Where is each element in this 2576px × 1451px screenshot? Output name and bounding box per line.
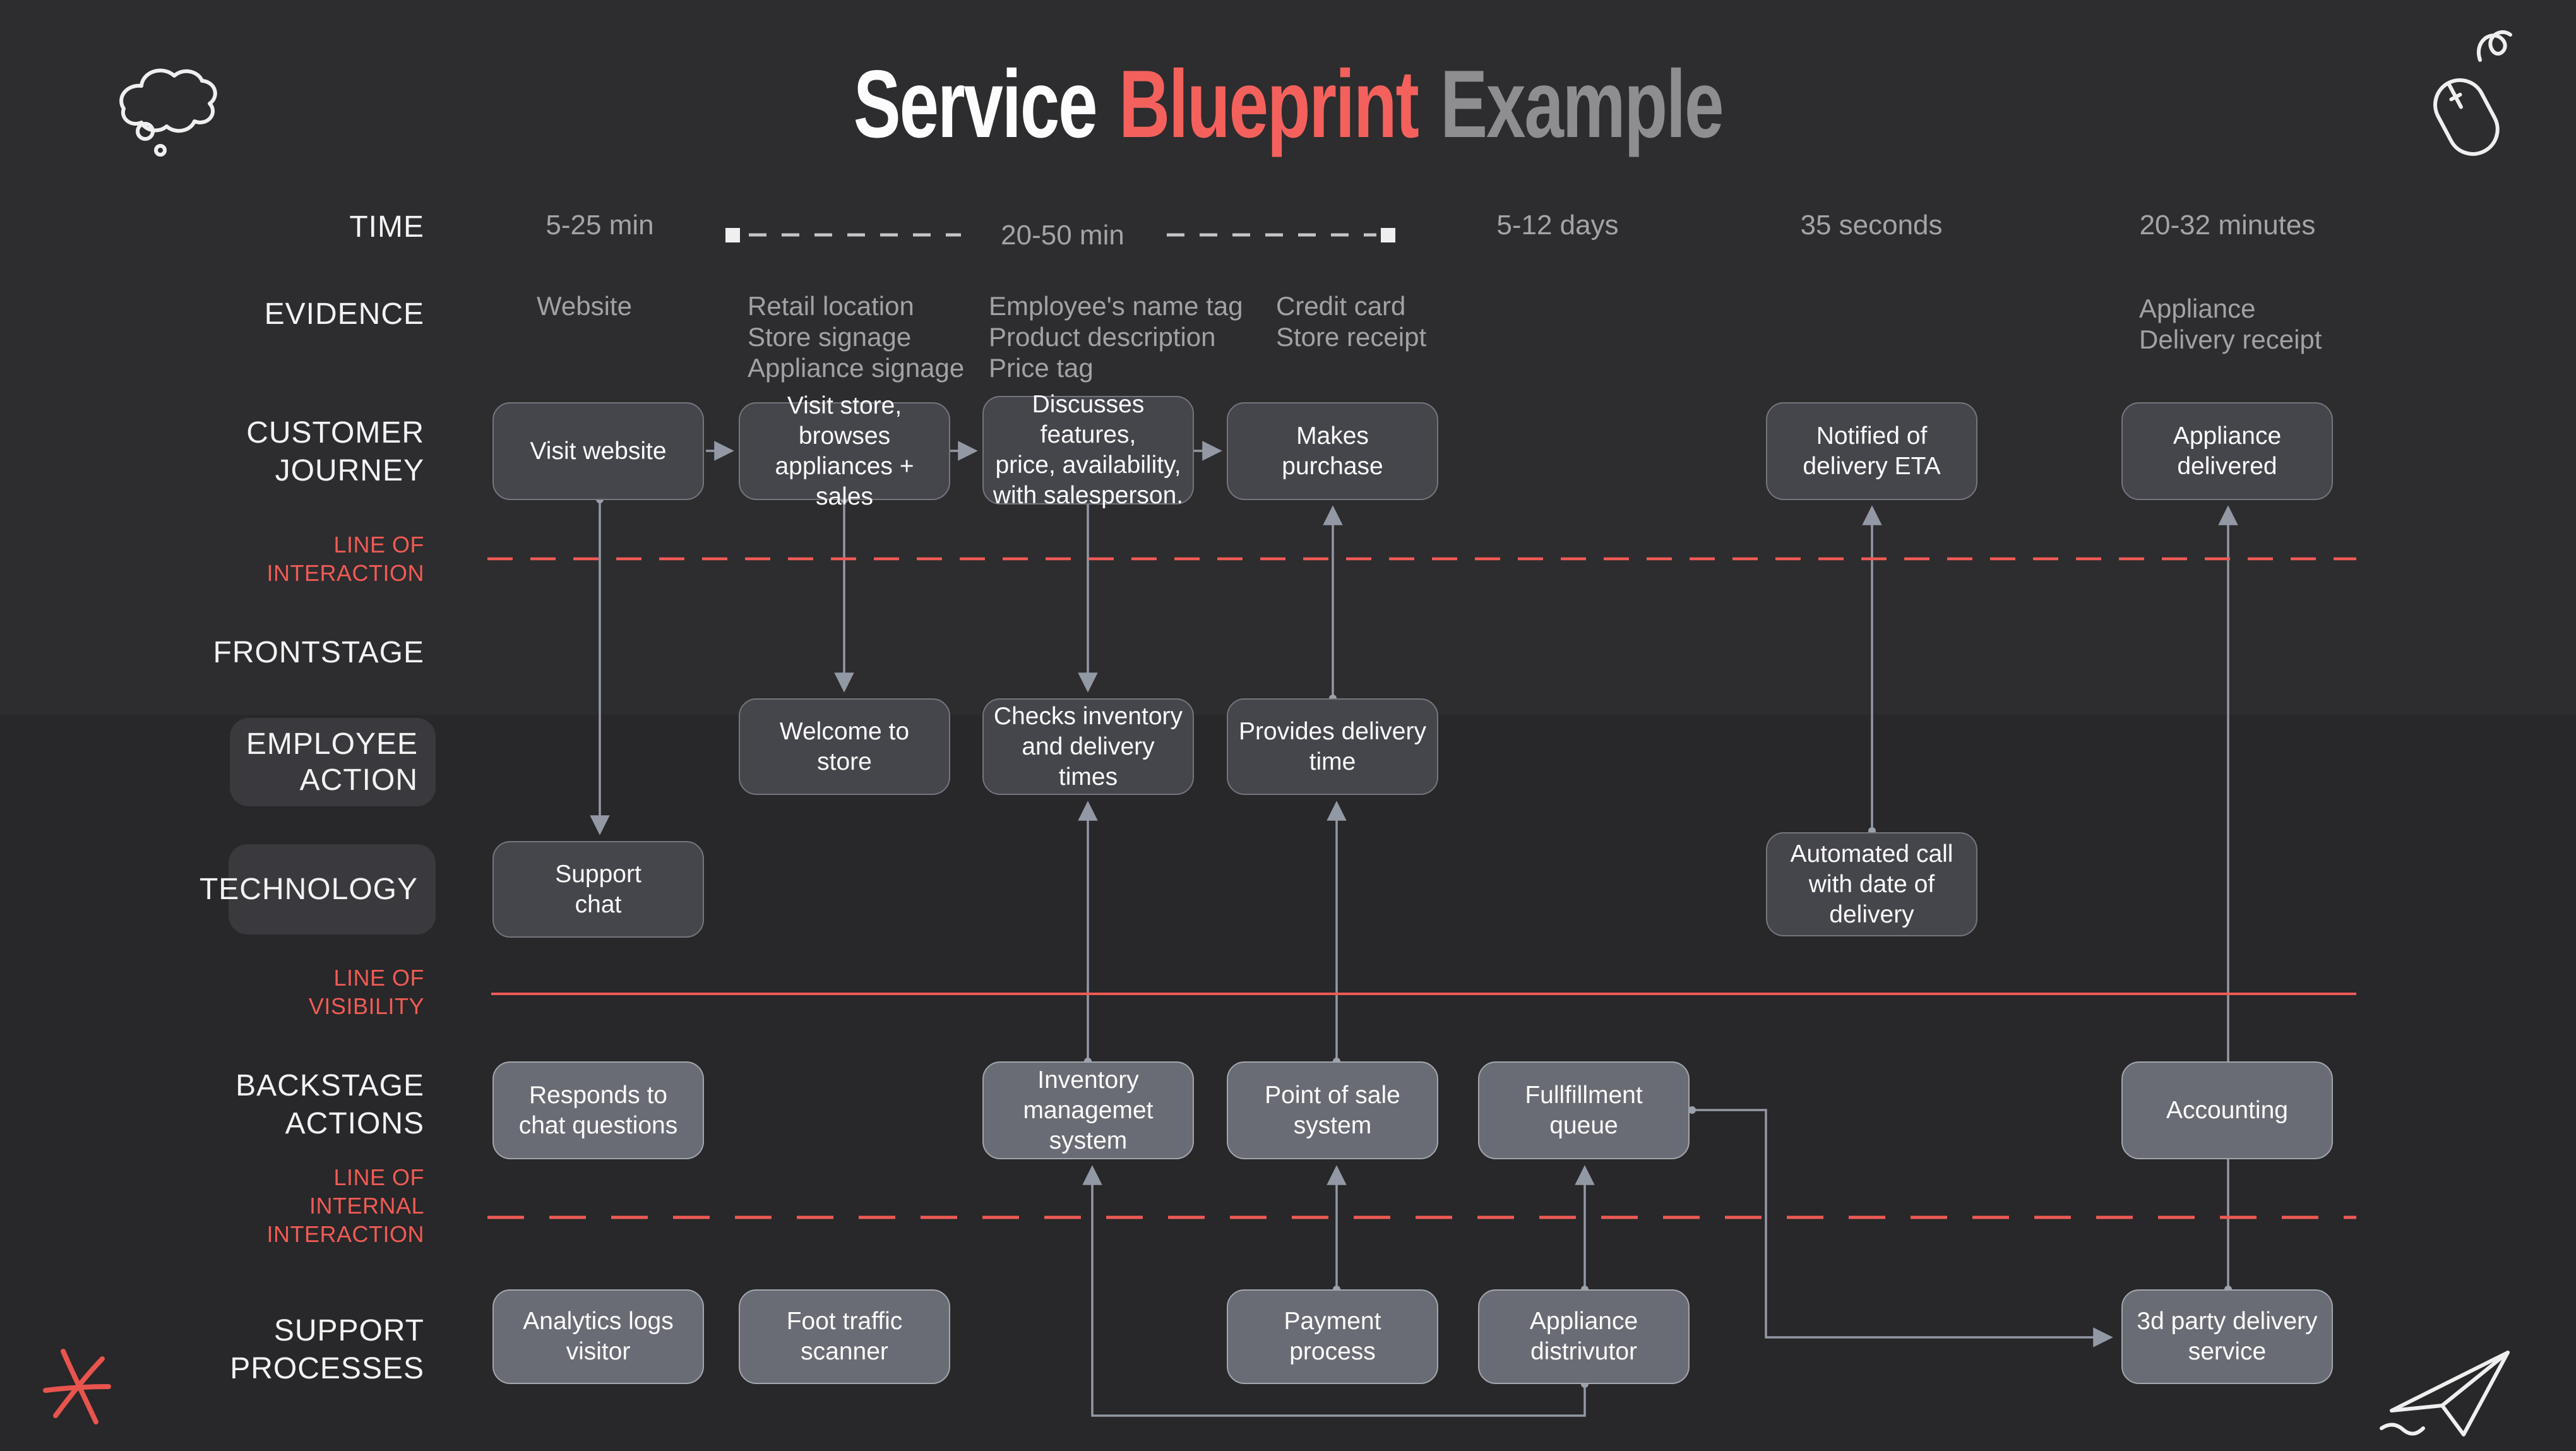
time-duration: 5-12 days — [1496, 210, 1619, 241]
node-makes-purchase: Makes purchase — [1227, 402, 1438, 500]
time-duration: 20-32 minutes — [2139, 210, 2316, 241]
node-visit-website: Visit website — [492, 402, 704, 500]
mouse-doodle-icon — [2433, 30, 2512, 156]
node-checks-inventory: Checks inventory and delivery times — [982, 698, 1194, 795]
evidence-item: Appliance Delivery receipt — [2139, 294, 2322, 354]
row-label-employee-action: EMPLOYEE ACTION — [230, 718, 436, 806]
title-word-example: Example — [1440, 51, 1724, 158]
flow-connectors — [590, 441, 2238, 1417]
row-label-support-processes: SUPPORT PROCESSES — [230, 1314, 424, 1385]
row-label-line-of-internal-interaction: LINE OF INTERNAL INTERACTION — [266, 1164, 424, 1247]
page-title: Service Blueprint Example — [335, 49, 2241, 160]
node-third-party-delivery: 3d party delivery service — [2121, 1289, 2333, 1384]
row-label-customer-journey: CUSTOMER JOURNEY — [246, 416, 424, 487]
evidence-item: Credit card Store receipt — [1276, 291, 1427, 352]
scribble-star-icon — [43, 1349, 111, 1424]
node-welcome-to-store: Welcome to store — [739, 698, 950, 795]
row-label-line-of-visibility: LINE OF VISIBILITY — [308, 965, 424, 1019]
node-foot-traffic-scanner: Foot traffic scanner — [739, 1289, 950, 1384]
node-fullfillment-queue: Fullfillment queue — [1478, 1061, 1690, 1159]
node-responds-chat-questions: Responds to chat questions — [492, 1061, 704, 1159]
node-support-chat: Support chat — [492, 841, 704, 938]
connector-fullfillment-to-thirdparty — [1692, 1109, 2113, 1347]
evidence-item: Website — [537, 291, 632, 321]
time-duration: 35 seconds — [1800, 210, 1943, 241]
title-word-service: Service — [853, 51, 1098, 158]
node-notified-delivery-eta: Notified of delivery ETA — [1766, 402, 1977, 500]
connector-endpoints — [596, 496, 2232, 1388]
paper-plane-icon — [2380, 1351, 2510, 1436]
node-accounting: Accounting — [2121, 1061, 2333, 1159]
row-label-evidence: EVIDENCE — [264, 297, 424, 331]
node-visit-store: Visit store, browses appliances + sales — [739, 392, 950, 510]
node-analytics-logs-visitor: Analytics logs visitor — [492, 1289, 704, 1384]
evidence-item: Retail location Store signage Appliance … — [748, 291, 965, 383]
node-discusses-features: Discusses features, price, availability,… — [982, 391, 1194, 509]
node-automated-call: Automated call with date of delivery — [1766, 832, 1977, 936]
row-label-backstage-actions: BACKSTAGE ACTIONS — [236, 1069, 424, 1140]
evidence-item: Employee's name tag Product description … — [989, 291, 1243, 383]
node-point-of-sale-system: Point of sale system — [1227, 1061, 1438, 1159]
node-appliance-distributor: Appliance distrivutor — [1478, 1289, 1690, 1384]
row-label-line-of-interaction: LINE OF INTERACTION — [266, 532, 424, 586]
node-provides-delivery-time: Provides delivery time — [1227, 698, 1438, 795]
title-word-blueprint: Blueprint — [1118, 51, 1419, 158]
row-label-time: TIME — [349, 210, 424, 244]
time-span-connectors — [725, 228, 1395, 242]
node-appliance-delivered: Appliance delivered — [2121, 402, 2333, 500]
connector-distributor-to-inventory — [1082, 1165, 1586, 1417]
node-payment-process: Payment process — [1227, 1289, 1438, 1384]
thought-cloud-icon — [119, 68, 217, 157]
blueprint-lines — [487, 557, 2356, 1219]
row-label-technology: TECHNOLOGY — [200, 844, 436, 934]
time-duration: 20-50 min — [1001, 220, 1124, 251]
row-label-frontstage: FRONTSTAGE — [213, 636, 424, 669]
node-inventory-system: Inventory managemet system — [982, 1061, 1194, 1159]
time-duration: 5-25 min — [546, 210, 654, 241]
